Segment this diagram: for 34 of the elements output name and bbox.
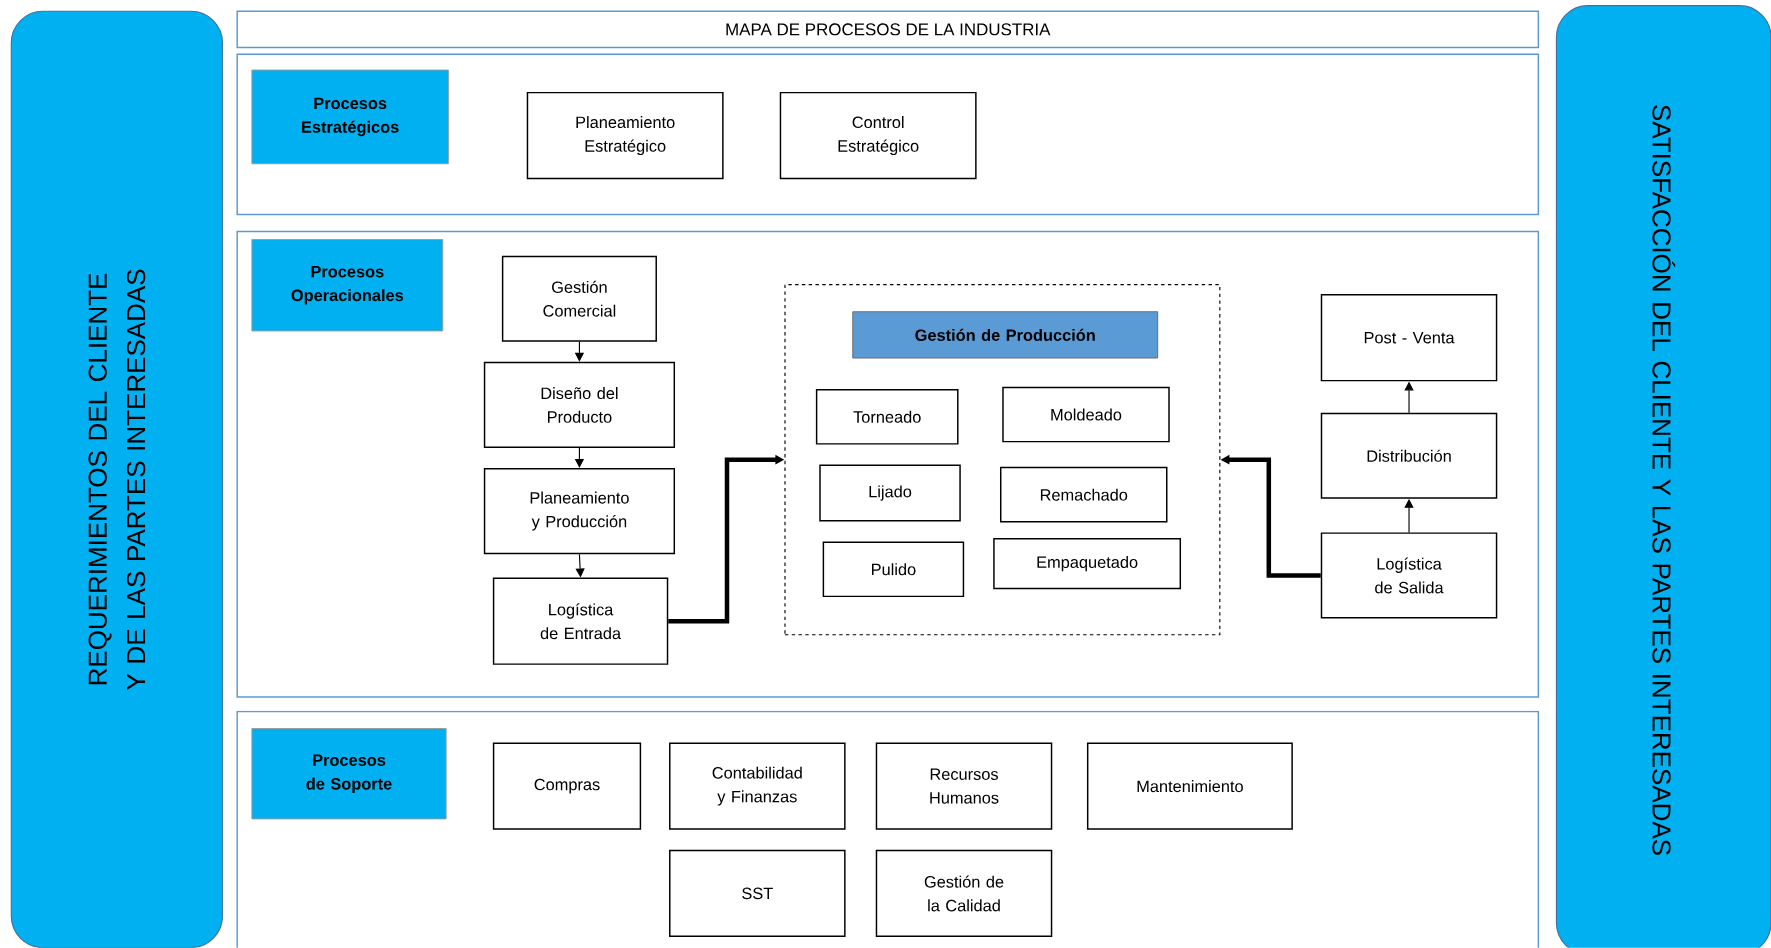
process-box: Lijado xyxy=(819,464,961,522)
process-box: Torneado xyxy=(815,389,959,445)
side-band: REQUERIMIENTOS DEL CLIENTE Y DE LAS PARTES INTERESADAS xyxy=(10,10,224,948)
process-box: Remachado xyxy=(1000,467,1168,523)
category-label: Procesos Estratégicos xyxy=(251,69,449,165)
process-box: Recursos Humanos xyxy=(875,742,1053,830)
process-panel xyxy=(236,231,1540,698)
process-box: Logística de Salida xyxy=(1320,532,1498,619)
process-box: Planeamiento Estratégico xyxy=(526,92,724,180)
process-box: Mantenimiento xyxy=(1086,742,1293,830)
title-box: MAPA DE PROCESOS DE LA INDUSTRIA xyxy=(236,10,1540,49)
process-box: Planeamiento y Producción xyxy=(483,468,676,555)
process-box: Control Estratégico xyxy=(779,92,977,180)
arrow xyxy=(1404,499,1414,534)
process-box: Moldeado xyxy=(1002,386,1170,443)
group-heading: Gestión de Producción xyxy=(852,311,1159,359)
process-panel xyxy=(236,53,1540,216)
side-band: SATISFACCIÓN DEL CLIENTE Y LAS PARTES INTERESADAS xyxy=(1555,5,1771,948)
process-box: SST xyxy=(669,849,846,938)
process-box: Gestión de la Calidad xyxy=(875,849,1053,938)
process-box: Pulido xyxy=(822,541,965,598)
process-box: Distribución xyxy=(1320,412,1498,500)
process-box: Empaquetado xyxy=(993,538,1182,590)
arrow xyxy=(575,553,585,578)
process-box: Compras xyxy=(492,742,642,830)
process-box: Diseño del Producto xyxy=(483,362,676,449)
category-label: Procesos de Soporte xyxy=(251,728,447,820)
process-box: Post - Venta xyxy=(1320,294,1498,382)
category-label: Procesos Operacionales xyxy=(251,239,444,332)
process-box: Contabilidad y Finanzas xyxy=(669,742,846,830)
process-panel xyxy=(236,711,1540,948)
process-box: Logística de Entrada xyxy=(492,577,669,666)
process-box: Gestión Comercial xyxy=(501,255,657,343)
group-frame xyxy=(784,284,1221,636)
